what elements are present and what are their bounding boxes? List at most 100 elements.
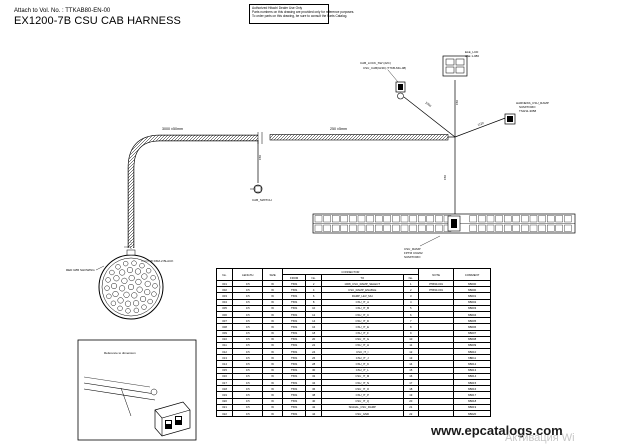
activation-overlay: Активация Wi — [505, 432, 575, 444]
connector-label: CSU_CAB(GND) (77KB-MG-08) — [363, 66, 406, 70]
connector-label: JAE 1-080 — [465, 54, 479, 58]
strip-cavity — [340, 215, 348, 223]
circular-connector — [98, 249, 164, 320]
connector-pin — [135, 278, 142, 285]
strip-cavity — [478, 215, 486, 223]
connector-label: CAB_LOCK_SW (22C) — [360, 61, 391, 65]
table-cell: 6B020 — [453, 409, 491, 418]
connector-label: SUMITOMO — [404, 255, 421, 259]
cab-switch-connector — [250, 184, 263, 194]
circular-label: W DMA 2 BLACK — [150, 259, 173, 263]
svg-text:1000: 1000 — [424, 101, 432, 108]
connector-pin — [126, 267, 133, 274]
branch-lines — [403, 80, 509, 214]
connector-pin — [144, 288, 151, 296]
connector-pin — [131, 292, 138, 299]
connector-pin — [145, 268, 152, 274]
table-cell: 44 — [305, 409, 322, 418]
table-cell: W — [262, 409, 283, 418]
dimension-mid: 250 ±5mm — [330, 127, 347, 131]
strip-cavity — [349, 224, 357, 232]
connector-pin — [110, 300, 117, 306]
connector-pin — [131, 260, 137, 266]
connector-label: HARNESS_CSU_RAMP — [516, 101, 549, 105]
attach-volume-text: Attach to Vol. No. : TTKAB80-EN-00 — [14, 8, 111, 14]
cab-lock-connector — [395, 81, 406, 100]
connector-pin — [117, 305, 123, 311]
strip-cavity — [564, 224, 572, 232]
connector-pin — [115, 264, 121, 270]
notice-line: Authorized Hitachi Dealer Use Only — [252, 6, 303, 10]
strip-cavity — [418, 224, 426, 232]
th-length: LENGTH — [232, 268, 264, 281]
strip-cavity — [392, 215, 400, 223]
strip-cavity — [400, 215, 409, 223]
connector-pin — [111, 282, 118, 290]
connector-pin — [152, 283, 158, 289]
strip-cavity — [383, 215, 391, 223]
strip-cavity — [435, 224, 443, 232]
connector-pin — [141, 273, 148, 280]
strip-cavity — [555, 224, 563, 232]
connector-pin — [139, 263, 145, 269]
strip-cavity — [504, 215, 512, 223]
connector-pin — [134, 268, 141, 275]
connector-label: TS0/11-3058 — [519, 109, 536, 113]
svg-text:150: 150 — [455, 100, 459, 105]
connector-pin — [125, 308, 131, 314]
strip-cavity — [564, 215, 572, 223]
strip-cavity — [529, 224, 538, 232]
strip-cavity — [400, 224, 409, 232]
connector-pin — [119, 285, 126, 292]
strip-cavity — [426, 224, 434, 232]
drawing-title: EX1200-7B CSU CAB HARNESS — [14, 15, 181, 27]
notice-line: Parts numbers on this drawing are provid… — [252, 10, 355, 14]
connector-pin — [136, 286, 143, 293]
connector-pin — [133, 307, 139, 314]
main-connector-strip — [312, 213, 576, 234]
table-cell: CSU_GND — [320, 409, 404, 418]
strip-cavity — [486, 224, 495, 232]
strip-cavity — [426, 215, 434, 223]
th-comment: COMMENT — [453, 268, 491, 281]
connector-label: CSU_RAMP — [404, 247, 421, 251]
connector-pin — [113, 275, 120, 282]
connector-pin — [141, 304, 147, 310]
strip-cavity — [332, 224, 340, 232]
svg-text:1120: 1120 — [477, 121, 485, 127]
table-cell: T581 — [281, 409, 307, 418]
strip-cavity — [547, 215, 555, 223]
inset-caption: Reference to dimension — [104, 351, 136, 355]
notice-line: To order parts on this drawing, be sure … — [252, 14, 348, 18]
strip-cavity — [547, 224, 555, 232]
strip-cavity — [366, 215, 374, 223]
strip-cavity — [314, 224, 323, 232]
connector-pin — [150, 275, 156, 281]
strip-cavity — [538, 224, 546, 232]
svg-text:150: 150 — [443, 175, 447, 180]
strip-cavity — [469, 224, 477, 232]
strip-cavity — [392, 224, 400, 232]
table-cell: 022 — [215, 409, 234, 418]
table-cell: 0.5 — [232, 409, 264, 418]
lcd-connector — [442, 55, 468, 77]
dimension-left: 3000 ±50mm — [162, 127, 183, 131]
csu-ramp-harness-connector — [504, 113, 516, 125]
connector-pin — [104, 285, 110, 291]
strip-cavity — [521, 224, 529, 232]
watermark-url: www.epcatalogs.com — [431, 423, 563, 438]
connector-pin — [151, 291, 157, 297]
th-size: SIZE — [262, 268, 283, 281]
strip-cavity — [529, 215, 538, 223]
strip-cavity — [323, 215, 331, 223]
connector-pin — [112, 290, 119, 298]
strip-cavity — [409, 224, 417, 232]
strip-cavity — [512, 224, 520, 232]
th-note: NOTE — [418, 268, 455, 281]
